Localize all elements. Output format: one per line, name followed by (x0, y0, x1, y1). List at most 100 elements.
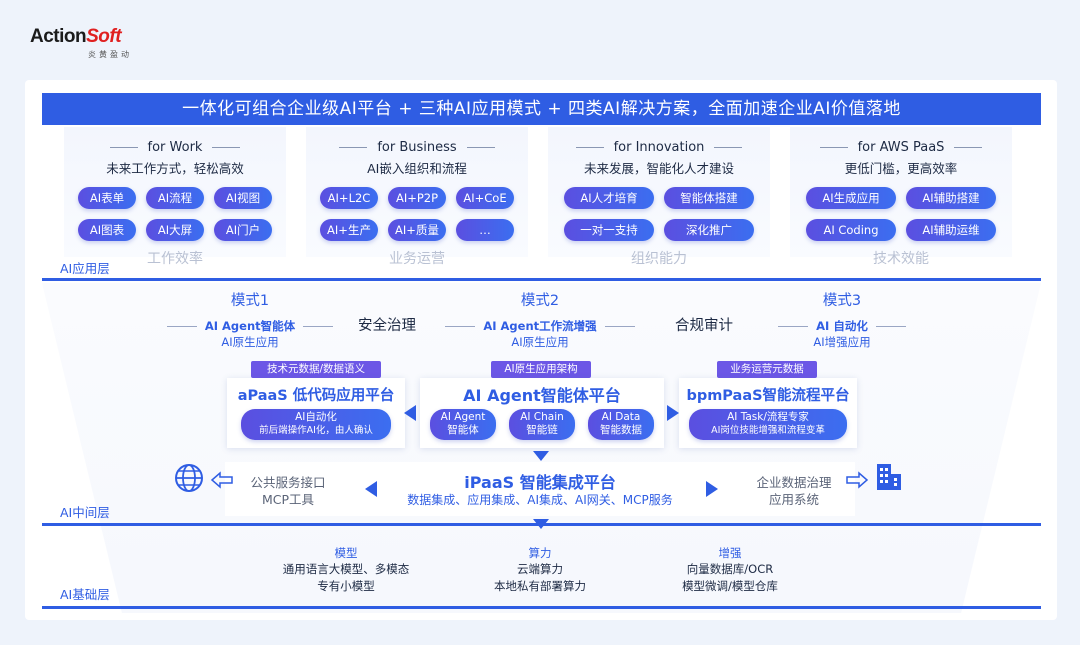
pill-line-1: AI Data (601, 411, 641, 423)
item-pill[interactable]: AI+L2C (320, 187, 378, 209)
item-pill[interactable]: AI门户 (214, 219, 272, 241)
item-pill[interactable]: AI图表 (78, 219, 136, 241)
base-head-model: 模型 (334, 546, 358, 560)
funnel-background (42, 283, 1041, 613)
pill-line-1: AI Agent (440, 411, 486, 423)
agent-pill-chain[interactable]: AI Chain 智能链 (509, 409, 575, 440)
pill-line-2: 智能链 (526, 424, 558, 436)
apaas-ai-automation-pill[interactable]: AI自动化 前后端操作AI化，由人确认 (241, 409, 391, 440)
item-pill-more[interactable]: … (456, 219, 514, 241)
base-line: 专有小模型 (317, 579, 375, 593)
item-pill[interactable]: AI辅助运维 (906, 219, 996, 241)
mode-1-sub: AI原生应用 (221, 335, 279, 349)
card-footer: 技术效能 (873, 251, 929, 267)
item-pill[interactable]: AI视图 (214, 187, 272, 209)
agent-title: AI Agent智能体平台 (463, 386, 621, 405)
item-pill[interactable]: 智能体搭建 (664, 187, 754, 209)
agent-platform-box[interactable]: AI Agent智能体平台 AI Agent 智能体 AI Chain 智能链 … (420, 378, 664, 448)
item-pill[interactable]: AI大屏 (146, 219, 204, 241)
ipaas-subtitle: 数据集成、应用集成、AI集成、AI网关、MCP服务 (407, 493, 673, 507)
pill-line-2: 智能数据 (600, 424, 642, 436)
item-pill[interactable]: AI表单 (78, 187, 136, 209)
left-line-2: MCP工具 (261, 492, 315, 507)
card-items: AI生成应用 AI辅助搭建 AI Coding AI辅助运维 (790, 187, 1012, 241)
mode-2-sub: AI原生应用 (511, 335, 569, 349)
mode-2-line: AI Agent工作流增强 (430, 318, 650, 334)
mode-3-line: AI 自动化 (762, 318, 922, 334)
item-pill[interactable]: AI辅助搭建 (906, 187, 996, 209)
pill-line-2: AI岗位技能增强和流程变革 (711, 425, 825, 436)
item-pill[interactable]: AI人才培育 (564, 187, 654, 209)
agent-pill-data[interactable]: AI Data 智能数据 (588, 409, 654, 440)
layer-label-middle: AI中间层 (60, 505, 110, 520)
base-head-enhance: 增强 (718, 546, 742, 560)
arrow-right-icon (667, 405, 679, 421)
tag-biz-metadata: 业务运营元数据 (717, 361, 817, 378)
card-items: AI表单 AI流程 AI视图 AI图表 AI大屏 AI门户 (64, 187, 286, 241)
pill-line-2: 前后端操作AI化，由人确认 (259, 425, 373, 436)
base-line: 向量数据库/OCR (686, 562, 774, 576)
card-subtitle: 更低门槛，更高效率 (844, 161, 958, 176)
card-title: for Business (306, 140, 528, 155)
card-subtitle: AI嵌入组织和流程 (367, 161, 467, 176)
right-line-2: 应用系统 (768, 492, 819, 507)
base-head-compute: 算力 (528, 546, 552, 560)
item-pill[interactable]: AI生成应用 (806, 187, 896, 209)
card-items: AI人才培育 智能体搭建 一对一支持 深化推广 (548, 187, 770, 241)
layer-divider-base (42, 606, 1041, 609)
layer-label-app: AI应用层 (60, 261, 110, 276)
mode-1-title: 模式1 (230, 293, 270, 309)
ipaas-title: iPaaS 智能集成平台 (464, 473, 616, 492)
card-title: for Innovation (548, 140, 770, 155)
base-col-model: 通用语言大模型、多模态 专有小模型 (266, 561, 426, 595)
arrow-left-icon (365, 481, 377, 497)
ipaas-row (225, 462, 855, 516)
tag-tech-metadata: 技术元数据/数据语义 (251, 361, 381, 378)
item-pill[interactable]: AI+生产 (320, 219, 378, 241)
globe-icon (175, 464, 203, 492)
card-items: AI+L2C AI+P2P AI+CoE AI+生产 AI+质量 … (306, 187, 528, 241)
layer-divider-app (42, 278, 1041, 281)
card-footer: 组织能力 (631, 251, 687, 267)
arrow-down-icon (533, 519, 549, 529)
right-line-1: 企业数据治理 (756, 475, 832, 490)
mode-1-line: AI Agent智能体 (150, 318, 350, 334)
arrow-right-icon (706, 481, 718, 497)
base-line: 本地私有部署算力 (494, 579, 586, 593)
mode-3-sub: AI增强应用 (813, 335, 871, 349)
item-pill[interactable]: 深化推广 (664, 219, 754, 241)
item-pill[interactable]: 一对一支持 (564, 219, 654, 241)
right-service-text: 企业数据治理 应用系统 (752, 474, 836, 508)
base-line: 模型微调/模型仓库 (682, 579, 778, 593)
card-for-aws-paas: for AWS PaaS 更低门槛，更高效率 AI生成应用 AI辅助搭建 AI … (790, 127, 1012, 267)
card-for-work: for Work 未来工作方式，轻松高效 AI表单 AI流程 AI视图 AI图表… (64, 127, 286, 267)
base-col-enhance: 向量数据库/OCR 模型微调/模型仓库 (650, 561, 810, 595)
apaas-platform-box[interactable]: aPaaS 低代码应用平台 AI自动化 前后端操作AI化，由人确认 (227, 378, 405, 448)
item-pill[interactable]: AI+CoE (456, 187, 514, 209)
pill-line-1: AI Task/流程专家 (727, 411, 809, 423)
item-pill[interactable]: AI+质量 (388, 219, 446, 241)
base-line: 通用语言大模型、多模态 (282, 562, 410, 576)
bpm-platform-box[interactable]: bpmPaaS智能流程平台 AI Task/流程专家 AI岗位技能增强和流程变革 (679, 378, 857, 448)
bpm-title: bpmPaaS智能流程平台 (686, 388, 850, 404)
card-for-business: for Business AI嵌入组织和流程 AI+L2C AI+P2P AI+… (306, 127, 528, 267)
pill-line-2: 智能体 (447, 424, 479, 436)
base-col-compute: 云端算力 本地私有部署算力 (460, 561, 620, 595)
card-subtitle: 未来发展，智能化人才建设 (583, 161, 734, 176)
bpm-ai-task-pill[interactable]: AI Task/流程专家 AI岗位技能增强和流程变革 (689, 409, 847, 440)
building-icon (877, 464, 901, 490)
mode-3-title: 模式3 (822, 293, 862, 309)
layer-label-base: AI基础层 (60, 587, 110, 602)
pill-line-1: AI Chain (520, 411, 564, 423)
item-pill[interactable]: AI流程 (146, 187, 204, 209)
card-footer: 业务运营 (389, 251, 445, 267)
logo-subtitle: 炎黄盈动 (88, 50, 132, 59)
base-line: 云端算力 (517, 562, 563, 576)
item-pill[interactable]: AI Coding (806, 219, 896, 241)
pill-line-1: AI自动化 (295, 411, 337, 423)
agent-pill-agent[interactable]: AI Agent 智能体 (430, 409, 496, 440)
item-pill[interactable]: AI+P2P (388, 187, 446, 209)
apaas-title: aPaaS 低代码应用平台 (237, 388, 395, 404)
card-for-innovation: for Innovation 未来发展，智能化人才建设 AI人才培育 智能体搭建… (548, 127, 770, 267)
left-service-text: 公共服务接口 MCP工具 (248, 474, 328, 508)
